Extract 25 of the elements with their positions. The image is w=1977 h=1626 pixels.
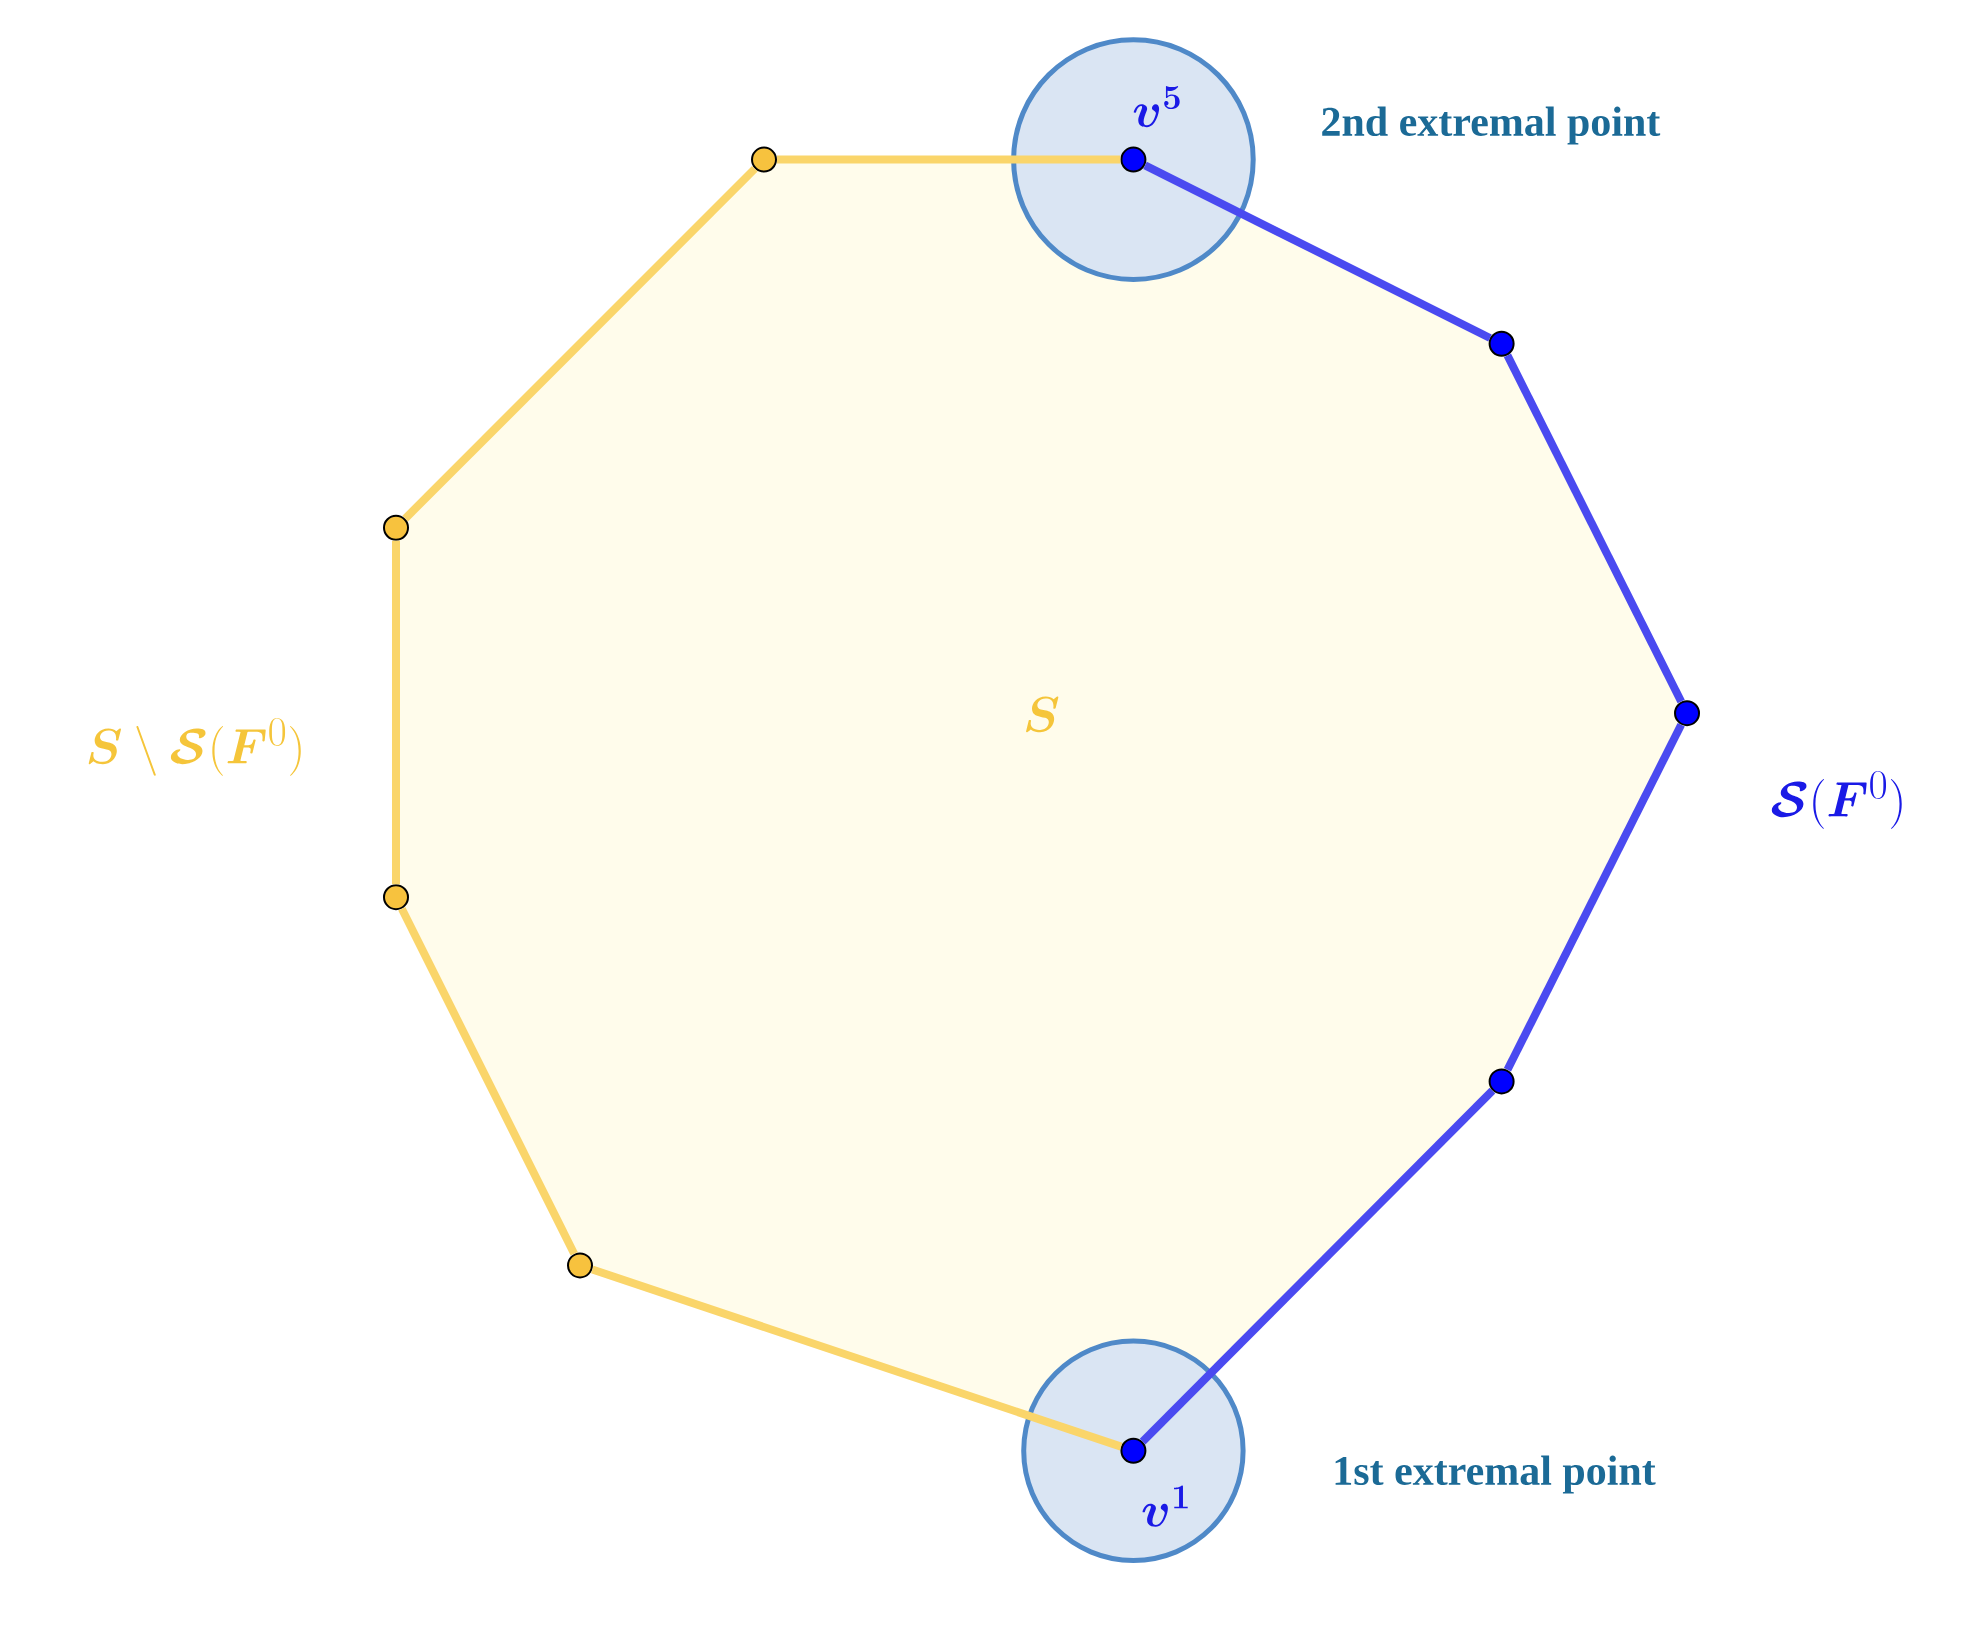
vertex-dot (1488, 1068, 1515, 1095)
vertex-label: $\bm{v}^{\bm{1}}$ (1142, 1485, 1188, 1527)
annotation-text: 2nd extremal point (1322, 106, 1661, 145)
vertex-dot (383, 514, 409, 541)
annotation-text: 1st extremal point (1335, 1455, 1656, 1494)
vertex-dot (567, 1252, 593, 1279)
highlight-circle (1011, 37, 1256, 282)
polygon-side (398, 907, 578, 1256)
vertex-dot (383, 884, 409, 911)
math-label: $\bm{S}\setminus\bm{\mathcal{S}}(\bm{F}^{0})$ (88, 717, 301, 776)
math-label: $\bm{S}$ (1026, 696, 1059, 733)
polygon-side (402, 165, 758, 522)
polygon-side (1143, 161, 1492, 342)
vertex-dot (1488, 330, 1515, 357)
highlight-circle (1021, 1338, 1246, 1563)
vertex-label: $\bm{v}^{\bm{5}}$ (1133, 86, 1180, 128)
math-label: $\bm{\mathcal{S}}(\bm{F}^{0})$ (1771, 770, 1902, 829)
polygon-side (1139, 1087, 1496, 1445)
vertex-dot (1674, 700, 1700, 727)
polygon-side (1503, 723, 1685, 1072)
polygon-side (1503, 353, 1685, 704)
vertex-dot (751, 146, 777, 173)
polygon-side (591, 1265, 1123, 1451)
vertex-dot (1120, 146, 1147, 173)
vertex-dot (1120, 1437, 1147, 1464)
